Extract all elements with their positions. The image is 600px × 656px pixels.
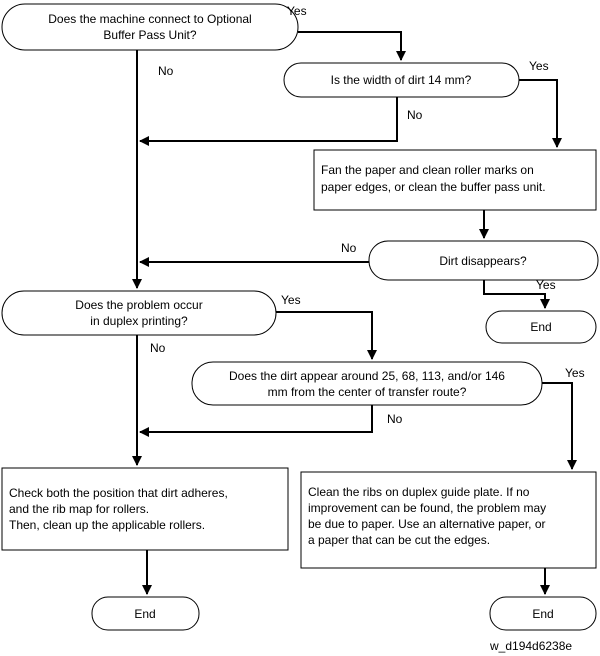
connector-duplex-yes [276, 311, 377, 360]
node-act-check-line-2: and the rib map for rollers. [9, 502, 149, 516]
node-q-dirt-pos: Does the dirt appear around 25, 68, 113,… [191, 361, 543, 406]
node-act-clean-ribs-line-1: Clean the ribs on duplex guide plate. If… [308, 485, 530, 499]
node-end-2: End [91, 596, 200, 631]
node-act-fan: Fan the paper and clean roller marks on … [313, 149, 597, 211]
label-yes-disappears: Yes [536, 278, 556, 292]
label-no-width: No [407, 108, 423, 122]
connector-disappears-yes [483, 280, 550, 309]
connector-dirt-pos-yes [542, 382, 577, 470]
node-q-duplex-line-1: Does the problem occur [75, 298, 202, 312]
node-q-disappears: Dirt disappears? [368, 240, 599, 281]
label-no-buffer: No [158, 64, 174, 78]
node-act-clean-ribs-line-3: be due to paper. Use an alternative pape… [308, 517, 546, 531]
node-end-2-line-1: End [134, 607, 155, 621]
node-q-buffer-line-2: Buffer Pass Unit? [103, 28, 196, 42]
label-yes-width: Yes [529, 59, 549, 73]
label-yes-duplex: Yes [281, 293, 301, 307]
node-act-fan-line-1: Fan the paper and clean roller marks on [321, 163, 534, 177]
node-q-width-line-1: Is the width of dirt 14 mm? [331, 73, 472, 87]
node-end-1-line-1: End [530, 320, 551, 334]
connector-width-no [139, 97, 398, 146]
connector-buffer-yes [298, 31, 406, 61]
label-no-duplex: No [150, 341, 166, 355]
connector-width-yes [519, 79, 562, 148]
label-yes-buffer: Yes [287, 4, 307, 18]
node-act-fan-line-2: paper edges, or clean the buffer pass un… [321, 180, 546, 194]
node-q-dirt-pos-line-2: mm from the center of transfer route? [268, 385, 467, 399]
label-no-disappears: No [341, 241, 357, 255]
node-act-clean-ribs-line-2: improvement can be found, the problem ma… [308, 501, 546, 515]
node-q-duplex: Does the problem occur in duplex printin… [1, 290, 277, 336]
node-act-check-line-1: Check both the position that dirt adhere… [9, 486, 228, 500]
node-act-check-line-3: Then, clean up the applicable rollers. [9, 518, 205, 532]
node-act-check: Check both the position that dirt adhere… [1, 467, 289, 551]
node-act-clean-ribs-line-4: a paper that can be cut the edges. [308, 533, 490, 547]
connector-dirt-pos-no [139, 405, 373, 437]
node-q-width: Is the width of dirt 14 mm? [283, 62, 520, 98]
edge-labels: Yes No Yes No No Yes Yes No Yes No [150, 4, 585, 426]
node-end-3: End [489, 596, 597, 631]
label-yes-dirt-pos: Yes [565, 366, 585, 380]
node-q-disappears-line-1: Dirt disappears? [439, 254, 527, 268]
node-q-dirt-pos-line-1: Does the dirt appear around 25, 68, 113,… [229, 369, 505, 383]
figure-id: w_d194d6238e [489, 639, 572, 653]
node-end-3-line-1: End [532, 607, 553, 621]
node-q-buffer-line-1: Does the machine connect to Optional [48, 12, 251, 26]
node-end-1: End [485, 310, 597, 344]
node-q-buffer: Does the machine connect to Optional Buf… [1, 3, 299, 51]
connectors [132, 31, 577, 595]
node-q-duplex-line-2: in duplex printing? [90, 314, 188, 328]
node-act-clean-ribs: Clean the ribs on duplex guide plate. If… [300, 471, 597, 569]
label-no-dirt-pos: No [387, 412, 403, 426]
